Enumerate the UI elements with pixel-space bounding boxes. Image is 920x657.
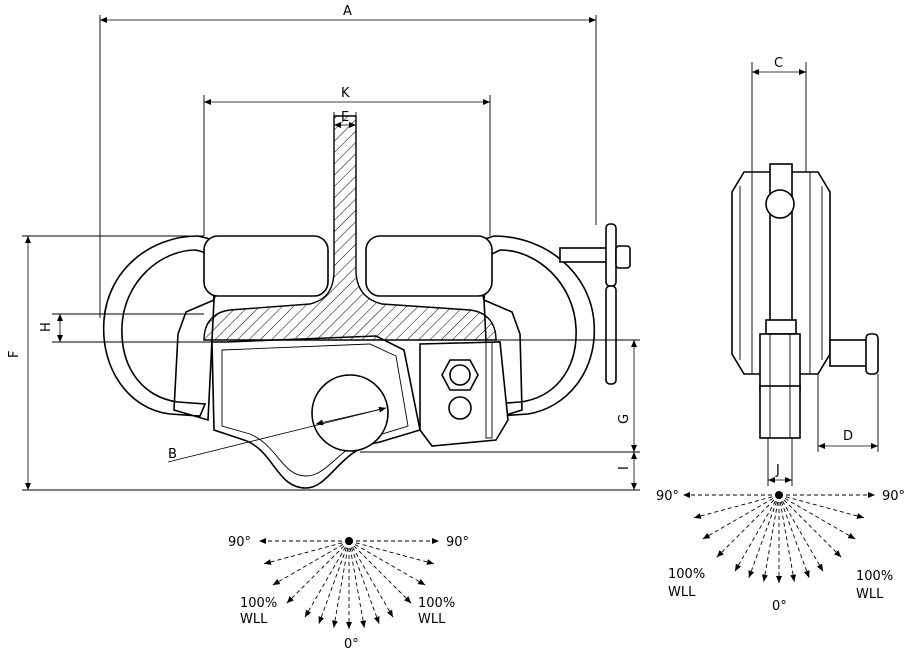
side-load-arrow <box>778 494 824 572</box>
beam-section <box>203 115 497 341</box>
dim-label-i: I <box>617 466 632 470</box>
dim-label-h: H <box>39 322 54 332</box>
front-view: A K E F H G I B <box>7 4 640 491</box>
side-screw <box>829 339 873 367</box>
dim-label-d: D <box>843 429 853 444</box>
side-load-arrow <box>734 494 780 572</box>
side-load-arrow <box>778 494 856 540</box>
side-load-arrow <box>748 494 780 578</box>
side-load-angle-diagram <box>683 491 875 583</box>
front-load-arrow <box>348 540 435 565</box>
front-wll-left-pct: 100% <box>240 596 277 611</box>
front-load-arrow <box>348 540 426 586</box>
left-jaw <box>102 235 225 422</box>
side-load-arrow <box>761 494 780 582</box>
side-view: C D J <box>731 56 879 486</box>
front-load-arrow <box>318 540 350 624</box>
side-load-arrow <box>702 494 780 540</box>
front-load-arrow <box>348 540 367 628</box>
dim-label-k: K <box>341 86 350 101</box>
dim-label-j: J <box>775 463 780 478</box>
front-origin-point <box>345 537 353 545</box>
front-load-arrow <box>348 540 380 624</box>
dim-label-a: A <box>343 4 352 19</box>
side-wll-left-text: WLL <box>668 585 696 600</box>
front-load-arrow <box>348 540 412 604</box>
front-wll-right-pct: 100% <box>418 596 455 611</box>
front-load-arrow <box>263 540 350 565</box>
side-angle-left-label: 90° <box>656 489 679 504</box>
lower-bolt <box>448 396 472 420</box>
front-angle-left-label: 90° <box>228 535 251 550</box>
side-load-arrow <box>778 494 842 558</box>
left-upper-pad <box>203 235 329 297</box>
screw-handle <box>559 223 631 385</box>
dim-label-f: F <box>7 351 22 358</box>
side-load-arrow <box>716 494 780 558</box>
front-load-angle-diagram <box>259 537 439 629</box>
front-wll-left-text: WLL <box>240 612 268 627</box>
side-angle-right-label: 90° <box>882 489 905 504</box>
right-upper-pad <box>365 235 493 297</box>
dim-label-b: B <box>168 447 177 462</box>
front-angle-bottom-label: 0° <box>344 637 359 652</box>
side-wll-right-pct: 100% <box>856 569 893 584</box>
side-angle-bottom-label: 0° <box>772 599 787 614</box>
front-load-arrow <box>272 540 350 586</box>
front-load-arrow <box>286 540 350 604</box>
front-wll-right-text: WLL <box>418 612 446 627</box>
side-bolt <box>765 189 795 219</box>
dim-label-e: E <box>341 110 349 125</box>
side-wll-left-pct: 100% <box>668 567 705 582</box>
dim-label-c: C <box>774 56 783 71</box>
hex-nut <box>441 359 479 391</box>
dim-label-g: G <box>617 414 632 424</box>
side-origin-point <box>775 491 783 499</box>
lifting-eye <box>311 374 389 452</box>
front-load-arrow <box>304 540 350 618</box>
side-load-arrow <box>693 494 780 519</box>
side-load-arrow <box>778 494 810 578</box>
front-load-arrow <box>331 540 350 628</box>
bolt-housing <box>419 341 509 447</box>
front-angle-right-label: 90° <box>446 535 469 550</box>
side-wll-right-text: WLL <box>856 587 884 602</box>
side-load-arrow <box>778 494 865 519</box>
side-load-arrow <box>778 494 797 582</box>
front-load-arrow <box>348 540 394 618</box>
